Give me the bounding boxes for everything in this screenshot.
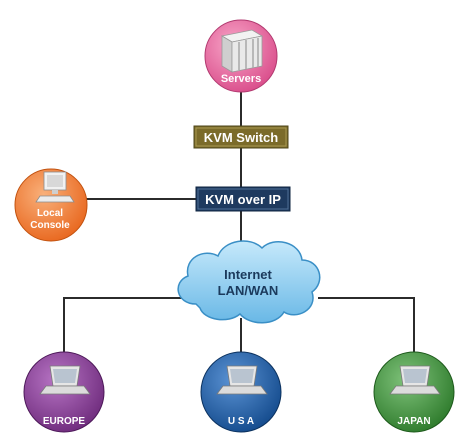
kvm-over-ip-label: KVM over IP bbox=[205, 192, 281, 207]
laptop-icon bbox=[39, 365, 91, 395]
wire-internet-europe bbox=[63, 297, 188, 358]
connection-lines bbox=[63, 86, 415, 358]
local-console-label-line1: Local bbox=[37, 208, 63, 219]
japan-label: JAPAN bbox=[397, 416, 430, 427]
internet-label-line1: Internet bbox=[224, 267, 272, 282]
europe-node: EUROPE bbox=[23, 351, 105, 433]
usa-node: U S A bbox=[200, 351, 282, 433]
server-rack-icon bbox=[220, 29, 264, 73]
servers-label: Servers bbox=[221, 73, 261, 85]
laptop-icon bbox=[389, 365, 441, 395]
local-console-node: Local Console bbox=[14, 168, 88, 242]
cloud-icon bbox=[177, 240, 321, 324]
europe-label: EUROPE bbox=[43, 416, 86, 427]
desktop-computer-icon bbox=[35, 171, 75, 203]
usa-label: U S A bbox=[228, 416, 254, 427]
wire-internet-japan bbox=[318, 297, 415, 358]
servers-node: Servers bbox=[204, 19, 278, 93]
laptop-icon bbox=[216, 365, 268, 395]
kvm-switch-label: KVM Switch bbox=[204, 130, 278, 145]
internet-label-line2: LAN/WAN bbox=[218, 283, 279, 298]
local-console-label-line2: Console bbox=[30, 220, 70, 231]
kvm-over-ip-box: KVM over IP bbox=[195, 186, 291, 212]
japan-node: JAPAN bbox=[373, 351, 455, 433]
internet-cloud: Internet LAN/WAN bbox=[177, 240, 321, 324]
kvm-switch-box: KVM Switch bbox=[193, 125, 289, 149]
